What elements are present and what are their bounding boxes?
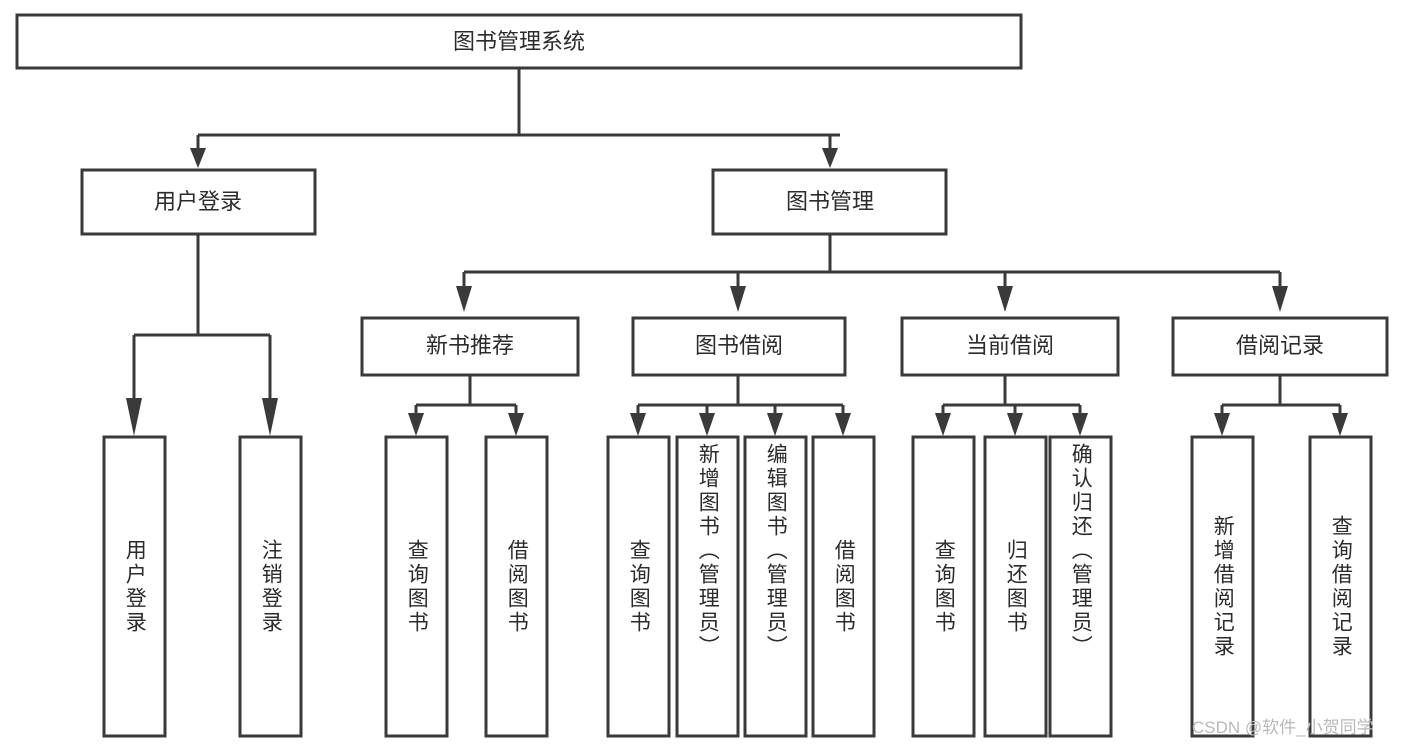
node-new-book-rec-label: 新书推荐 bbox=[426, 333, 514, 358]
node-leaf-user-login-label: 用户登录 bbox=[123, 538, 147, 635]
node-leaf-query-book-3-box[interactable] bbox=[911, 435, 976, 738]
node-leaf-query-book-2[interactable]: 查询图书 bbox=[608, 437, 669, 736]
node-leaf-user-login[interactable]: 用户登录 bbox=[104, 437, 165, 736]
node-leaf-logout-box[interactable] bbox=[238, 435, 303, 738]
node-leaf-add-book-box[interactable] bbox=[675, 435, 740, 738]
node-book-manage-box[interactable] bbox=[711, 168, 948, 236]
node-leaf-user-login-box[interactable] bbox=[102, 435, 167, 738]
node-root-box[interactable] bbox=[15, 13, 1023, 70]
node-book-manage-label: 图书管理 bbox=[786, 189, 874, 214]
node-borrow-record[interactable]: 借阅记录 bbox=[1171, 316, 1389, 377]
node-book-borrow[interactable]: 图书借阅 bbox=[631, 316, 847, 377]
node-leaf-logout-label: 注销登录 bbox=[259, 538, 283, 635]
node-user-login[interactable]: 用户登录 bbox=[80, 168, 317, 236]
node-user-login-box[interactable] bbox=[80, 168, 317, 236]
watermark-text: CSDN @软件_小贺同学 bbox=[1192, 718, 1374, 737]
node-leaf-add-record[interactable]: 新增借阅记录 bbox=[1192, 437, 1253, 736]
connector-currentborrow-to-leaves bbox=[935, 375, 1088, 436]
node-leaf-borrow-book-2-box[interactable] bbox=[811, 435, 876, 738]
node-root[interactable]: 图书管理系统 bbox=[15, 13, 1023, 70]
node-leaf-confirm-return[interactable]: 确认归还（管理员） bbox=[1050, 437, 1111, 736]
node-leaf-borrow-book-1-box[interactable] bbox=[484, 435, 549, 738]
node-leaf-borrow-book-1-label: 借阅图书 bbox=[505, 538, 529, 635]
node-leaf-query-book-1[interactable]: 查询图书 bbox=[386, 437, 447, 736]
node-leaf-confirm-return-label: 确认归还（管理员） bbox=[1069, 443, 1093, 659]
node-leaf-query-book-3[interactable]: 查询图书 bbox=[913, 437, 974, 736]
node-borrow-record-box[interactable] bbox=[1171, 316, 1389, 377]
connector-root-to-level1 bbox=[190, 68, 840, 168]
node-leaf-edit-book-box[interactable] bbox=[743, 435, 808, 738]
node-borrow-record-label: 借阅记录 bbox=[1236, 333, 1324, 358]
node-leaf-query-book-2-box[interactable] bbox=[606, 435, 671, 738]
node-leaf-return-book-label: 归还图书 bbox=[1004, 538, 1028, 635]
node-root-label: 图书管理系统 bbox=[453, 29, 585, 54]
node-leaf-query-record[interactable]: 查询借阅记录 bbox=[1310, 437, 1371, 736]
node-user-login-label: 用户登录 bbox=[154, 189, 242, 214]
node-leaf-borrow-book-2[interactable]: 借阅图书 bbox=[813, 437, 874, 736]
connector-newbookrec-to-leaves bbox=[408, 375, 524, 436]
node-current-borrow-box[interactable] bbox=[900, 316, 1120, 377]
node-leaf-query-book-3-label: 查询图书 bbox=[932, 538, 956, 635]
node-book-borrow-box[interactable] bbox=[631, 316, 847, 377]
node-book-borrow-label: 图书借阅 bbox=[695, 333, 783, 358]
node-leaf-logout[interactable]: 注销登录 bbox=[240, 437, 301, 736]
connector-borrowrecord-to-leaves bbox=[1214, 375, 1348, 436]
connector-bookmanage-to-level2 bbox=[456, 234, 1288, 312]
node-leaf-edit-book-label: 编辑图书（管理员） bbox=[764, 443, 788, 659]
node-leaf-add-book-label: 新增图书（管理员） bbox=[696, 443, 720, 659]
node-leaf-borrow-book-2-label: 借阅图书 bbox=[832, 538, 856, 635]
node-leaf-query-record-box[interactable] bbox=[1308, 435, 1373, 738]
connector-userlogin-to-leaves bbox=[126, 234, 278, 436]
node-book-manage[interactable]: 图书管理 bbox=[711, 168, 948, 236]
node-leaf-return-book-box[interactable] bbox=[983, 435, 1048, 738]
node-leaf-borrow-book-1[interactable]: 借阅图书 bbox=[486, 437, 547, 736]
node-leaf-confirm-return-box[interactable] bbox=[1048, 435, 1113, 738]
node-leaf-add-record-label: 新增借阅记录 bbox=[1211, 514, 1235, 659]
node-leaf-return-book[interactable]: 归还图书 bbox=[985, 437, 1046, 736]
node-leaf-query-book-1-box[interactable] bbox=[384, 435, 449, 738]
node-leaf-query-book-1-label: 查询图书 bbox=[405, 538, 429, 635]
connector-bookborrow-to-leaves bbox=[630, 375, 851, 436]
node-new-book-rec[interactable]: 新书推荐 bbox=[360, 316, 580, 377]
node-current-borrow-label: 当前借阅 bbox=[966, 333, 1054, 358]
node-current-borrow[interactable]: 当前借阅 bbox=[900, 316, 1120, 377]
node-leaf-add-record-box[interactable] bbox=[1190, 435, 1255, 738]
node-leaf-edit-book[interactable]: 编辑图书（管理员） bbox=[745, 437, 806, 736]
node-leaf-query-record-label: 查询借阅记录 bbox=[1329, 514, 1353, 659]
node-leaf-query-book-2-label: 查询图书 bbox=[627, 538, 651, 635]
node-leaf-add-book[interactable]: 新增图书（管理员） bbox=[677, 437, 738, 736]
node-new-book-rec-box[interactable] bbox=[360, 316, 580, 377]
